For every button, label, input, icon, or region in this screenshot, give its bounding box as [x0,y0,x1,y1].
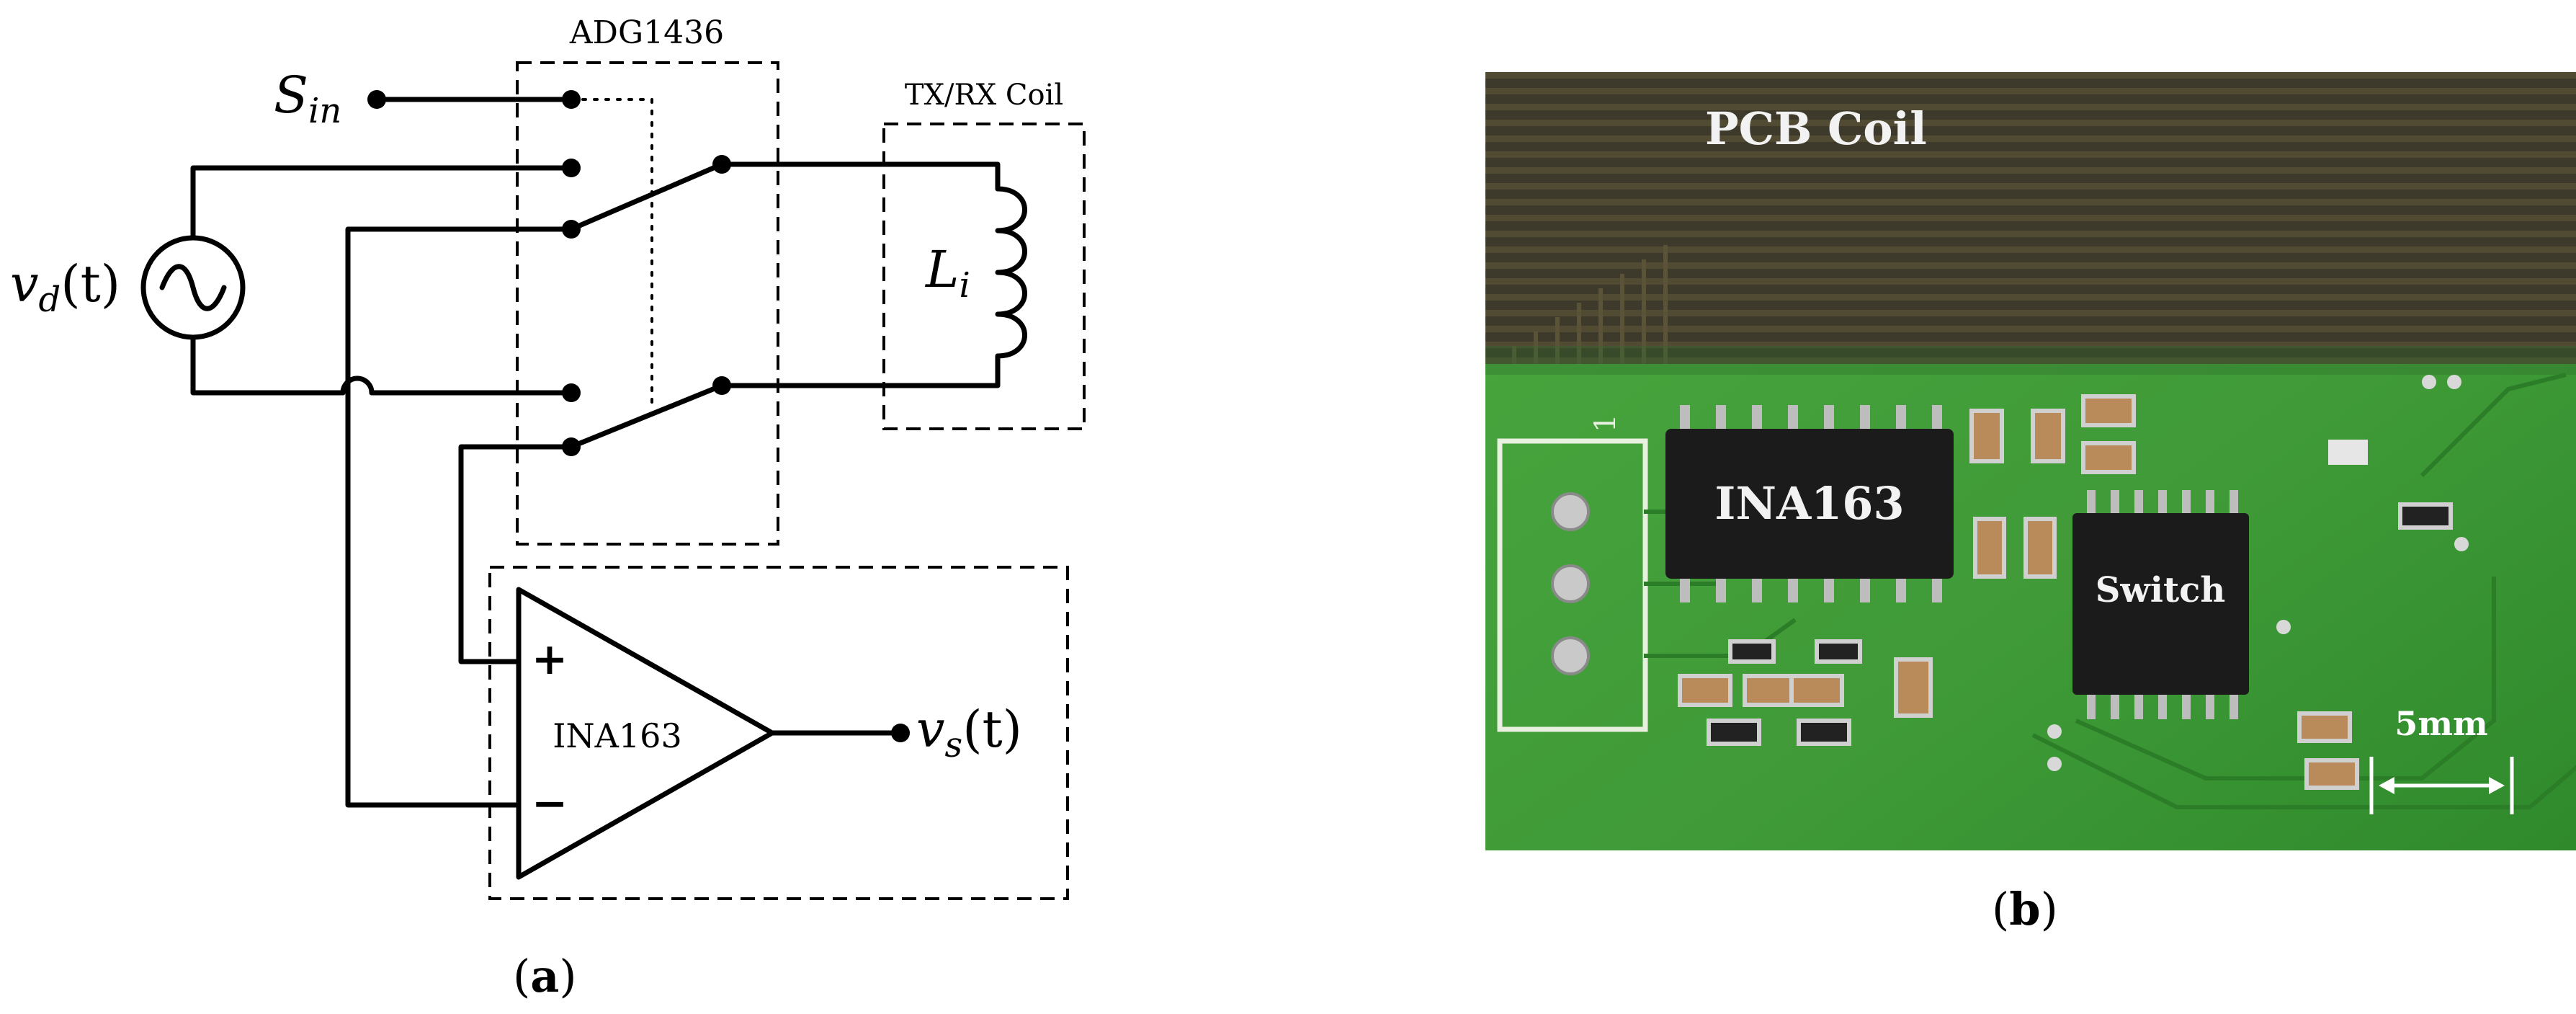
capacitor-11 [2297,711,2352,743]
via-3 [2454,537,2469,551]
amplifier-box [488,566,1069,900]
coil-box-label: TX/RX Coil [905,79,1063,112]
source-wire-bottom [190,334,346,396]
plus-input-wire [458,444,574,664]
vs-label: vs(t) [916,700,1022,765]
switch-ic-label: ADG1436 [569,14,724,51]
trace-6 [2420,373,2567,478]
capacitor-8 [1743,674,1797,707]
connector-pad-2 [1551,564,1590,603]
capacitor-9 [1789,674,1844,707]
ac-source-sine [159,264,227,311]
capacitor-1 [1969,409,2004,463]
capacitor-2 [2031,409,2065,463]
coil-wire-bottom [719,353,1001,388]
resistor-4 [1728,639,1776,664]
node-common-bottom [712,376,731,395]
sin-terminal [367,90,386,109]
coil-wire-top [719,161,1001,192]
node-common-top [712,155,731,174]
capacitor-5 [1973,517,2006,579]
amplifier-triangle [516,587,775,880]
wire-crossover [340,375,375,396]
capacitor-10 [1894,657,1933,718]
capacitor-7 [1678,674,1732,707]
ac-source-circle [140,235,246,340]
pin-one-marker: 1 [1589,414,1622,432]
li-label: Li [924,240,970,306]
panel-a-caption: (a) [513,950,577,1002]
node-throw-2 [562,220,581,239]
resistor-3 [2398,502,2453,530]
ina163-chip-group: INA163 [1665,405,1954,602]
ina163-chip-label: INA163 [1714,477,1904,530]
pcb-coil-label: PCB Coil [1705,102,1927,155]
minus-input-wire [345,226,574,808]
led-pad [2328,440,2368,465]
via-4 [2276,620,2291,634]
output-terminal [891,724,910,742]
capacitor-6 [2023,517,2057,579]
via-2 [2447,375,2461,389]
node-sin [562,90,581,109]
node-throw-4 [562,437,581,456]
capacitor-12 [2304,758,2359,790]
resistor-5 [1815,639,1862,664]
coil-area-fade [1485,346,2576,375]
pcb-photo: PCB Coil 1 [1485,72,2576,850]
coil-trace-edge [1512,245,1668,364]
switch-chip-label: Switch [2096,570,2226,610]
node-throw-3 [562,383,581,402]
resistor-2 [1797,719,1851,746]
scale-bar-label: 5mm [2394,704,2487,743]
plus-sign: + [532,634,568,685]
switch-blade-bottom [568,383,725,450]
switch-ic-box [516,61,779,546]
capacitor-4 [2081,441,2136,474]
via-6 [2047,757,2062,771]
control-dotted-line [570,98,653,405]
via-1 [2422,375,2436,389]
inductor-coil [995,186,1027,359]
sin-label: Sin [274,66,341,131]
switch-blade-top [568,161,725,232]
vd-label: vd(t) [10,254,120,320]
pcb-coil-area [1485,72,2576,364]
source-wire-top [190,165,574,241]
switch-chip-group: Switch [2072,490,2249,719]
connector-pad-1 [1551,492,1590,531]
trace-4 [2075,577,2496,780]
switch-chip [2072,513,2249,695]
ina163-chip [1665,429,1954,579]
via-5 [2047,724,2062,739]
connector-pad-3 [1551,636,1590,675]
capacitor-3 [2081,394,2136,427]
minus-sign: − [532,778,568,829]
coil-box [882,123,1086,430]
amplifier-label: INA163 [553,716,681,755]
circuit-schematic: ADG1436 TX/RX Coil INA163 + − Sin vd(t) … [10,14,1086,900]
trace-5 [2031,733,2576,809]
resistor-1 [1707,719,1761,746]
scale-bar [2369,757,2514,814]
panel-b-caption: (b) [1992,883,2058,935]
node-throw-1 [562,159,581,177]
